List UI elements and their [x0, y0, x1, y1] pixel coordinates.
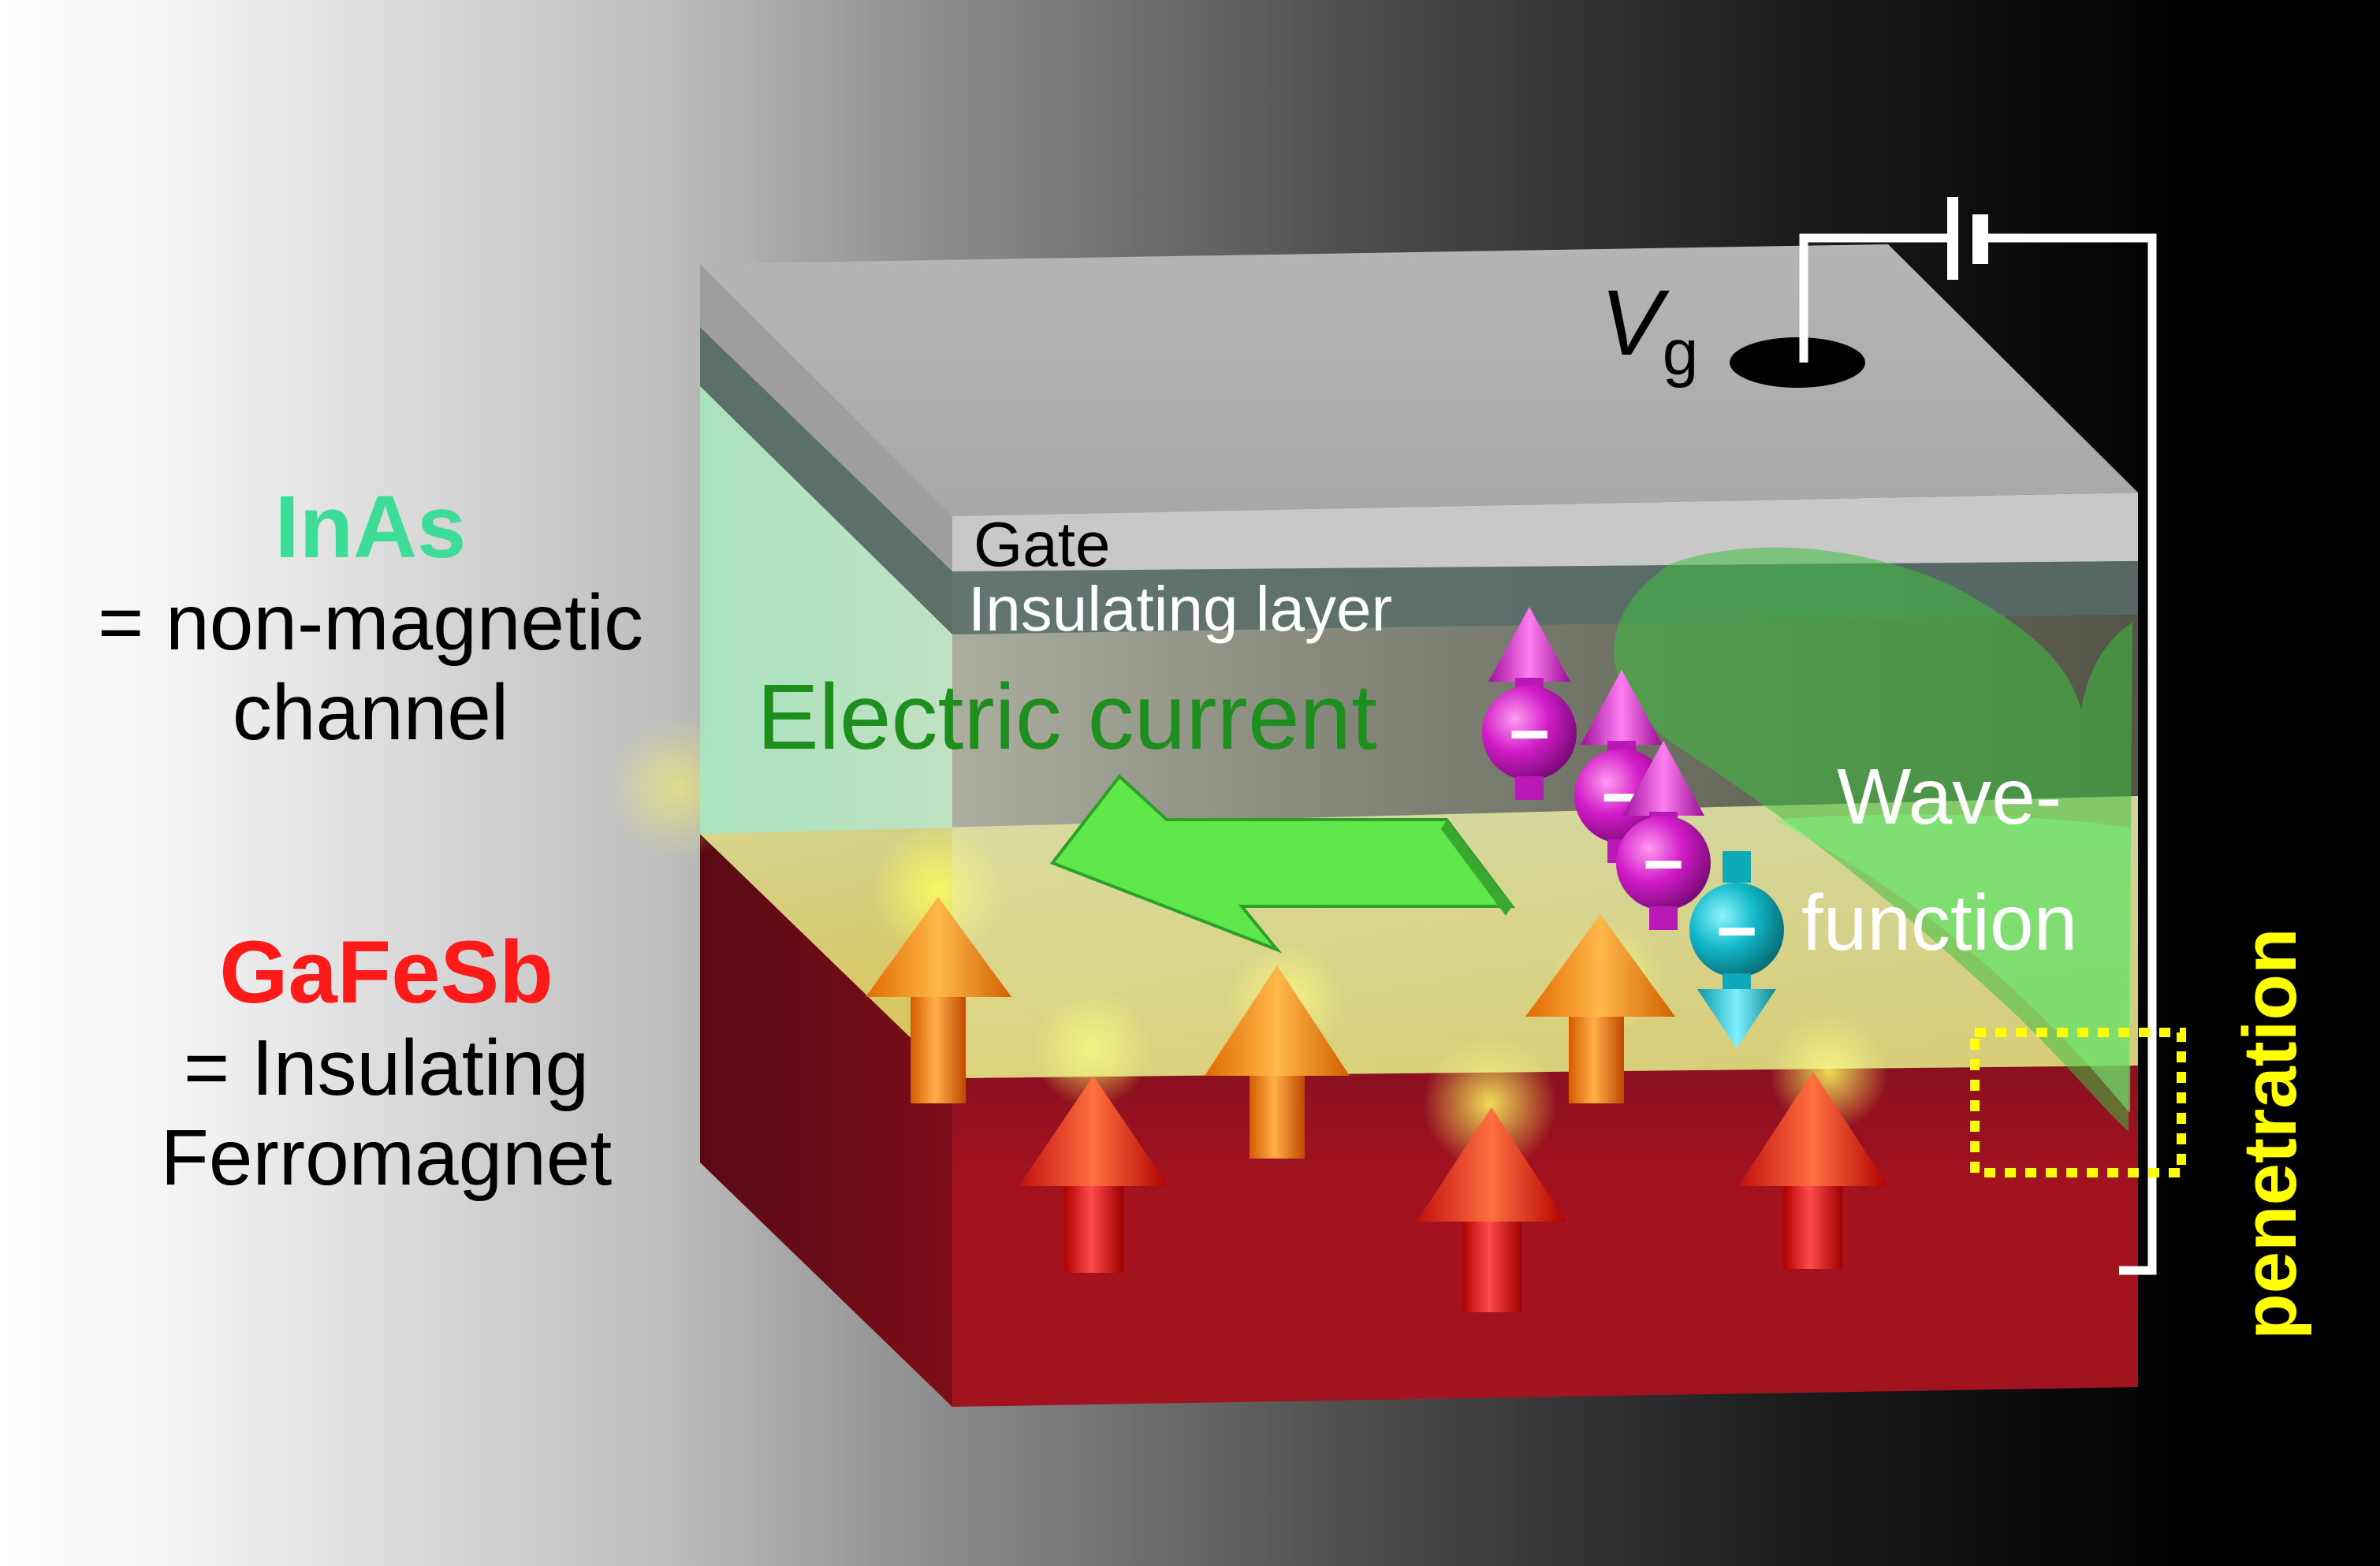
inas-description-1: = non-magnetic [97, 578, 644, 667]
magnetization-arrow [1205, 965, 1350, 1159]
magnetization-arrow [1525, 914, 1675, 1103]
gate-voltage-symbol: V [1600, 271, 1670, 375]
gate-return-wire [1985, 233, 2157, 1275]
wavefunction-inner [1774, 814, 2132, 1113]
penetration-label: penetration [2228, 928, 2312, 1340]
insulating-layer-label: Insulating layer [968, 574, 1392, 644]
gate-contact [1730, 337, 1865, 388]
gafesb-description-1: = Insulating [183, 1023, 590, 1112]
gate-top-face [700, 244, 2138, 516]
electron-charge-sign: − [1716, 892, 1758, 971]
magnetization-glow [1033, 989, 1151, 1107]
magnetization-arrow [1417, 1107, 1566, 1312]
ferromagnet-left-face [700, 834, 952, 1407]
magnetization-glow [1423, 1036, 1557, 1170]
gate-label: Gate [974, 509, 1110, 579]
gate-voltage-label: Vg [1600, 271, 1698, 389]
current-arrow-edge [1441, 820, 1512, 916]
electron-spin-down: − [1689, 851, 1784, 1048]
gafesb-description-2: Ferromagnet [160, 1113, 613, 1202]
electron-spin-up: − [1616, 741, 1711, 930]
gate-voltage-subscript: g [1663, 317, 1699, 389]
gafesb-legend: GaFeSb = Insulating Ferromagnet [0, 922, 773, 1203]
electron-charge-sign: − [1509, 695, 1551, 774]
inas-description-2: channel [232, 668, 509, 757]
gate-wire [1799, 233, 1949, 363]
magnetization-arrow [1738, 1072, 1888, 1269]
inas-legend: InAs = non-magnetic channel [0, 477, 741, 757]
wavefunction-label-line1: Wave- [1837, 753, 2062, 841]
channel-left-face [700, 335, 952, 834]
inas-name: InAs [274, 478, 467, 576]
magnetization-arrow [866, 897, 1011, 1103]
gafesb-name: GaFeSb [219, 923, 553, 1021]
penetration-region [1970, 1028, 2186, 1177]
electron-spin-up: − [1482, 607, 1577, 800]
wavefunction-label-line2: function [1801, 879, 2077, 967]
insulating-layer-left-face [700, 327, 952, 634]
magnetization-arrow [1019, 1076, 1168, 1273]
magnetization-glow [871, 824, 1005, 958]
electric-current-label: Electric current [757, 665, 1377, 769]
electron-charge-sign: − [1643, 825, 1685, 904]
gate-left-face [700, 264, 952, 571]
gate-front-face [952, 493, 2138, 571]
